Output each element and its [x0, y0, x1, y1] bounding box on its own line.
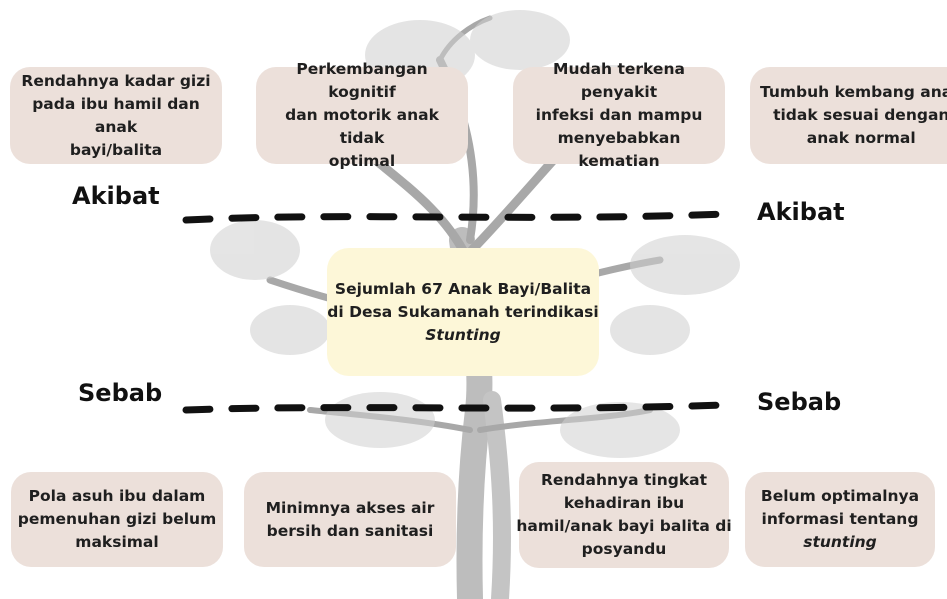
cause-text: Minimnya akses air: [265, 498, 435, 517]
cause-keyword: stunting: [803, 533, 877, 551]
sebab-label-left: Sebab: [78, 379, 163, 407]
central-problem-keyword: Stunting: [425, 325, 501, 344]
cause-text: informasi tentang: [761, 510, 919, 528]
cause-text: kehadiran ibu: [563, 494, 685, 512]
effect-text: menyebabkan kematian: [557, 129, 681, 170]
effect-text: tidak sesuai dengan: [773, 106, 947, 124]
cause-text: hamil/anak bayi balita di: [516, 517, 732, 535]
effect-text: dan motorik anak tidak: [285, 106, 439, 147]
effect-text: infeksi dan mampu: [535, 106, 703, 124]
cause-text: pemenuhan gizi belum: [17, 510, 217, 528]
effect-text: bayi/balita: [69, 140, 163, 159]
cause-text: Pola asuh ibu dalam: [28, 487, 206, 505]
effect-box-3: Mudah terkena penyakit infeksi dan mampu…: [513, 60, 725, 170]
central-problem-line: di Desa Sukamanah terindikasi: [327, 302, 599, 321]
effect-box-4: Tumbuh kembang anak tidak sesuai dengan …: [750, 67, 947, 164]
effect-text: pada ibu hamil dan anak: [32, 94, 200, 136]
cause-text: bersih dan sanitasi: [266, 521, 434, 540]
central-problem-box: Sejumlah 67 Anak Bayi/Balita di Desa Suk…: [327, 248, 599, 376]
sebab-label-right: Sebab: [757, 388, 842, 416]
cause-box-3: Rendahnya tingkat kehadiran ibu hamil/an…: [516, 462, 732, 568]
effect-box-1: Rendahnya kadar gizi pada ibu hamil dan …: [10, 67, 222, 164]
cause-text: Rendahnya tingkat: [540, 471, 708, 489]
cause-text: Belum optimalnya: [760, 487, 920, 505]
effect-box-2: Perkembangan kognitif dan motorik anak t…: [256, 60, 468, 170]
cause-box-1: Pola asuh ibu dalam pemenuhan gizi belum…: [11, 472, 223, 567]
effect-text: anak normal: [806, 129, 916, 147]
akibat-label-right: Akibat: [757, 198, 845, 226]
cause-box-4: Belum optimalnya informasi tentang stunt…: [745, 472, 935, 567]
effect-text: Tumbuh kembang anak: [760, 83, 947, 101]
central-problem-line: Sejumlah 67 Anak Bayi/Balita: [334, 279, 592, 298]
cause-text: posyandu: [581, 540, 667, 558]
cause-text: maksimal: [75, 533, 159, 551]
effect-text: Perkembangan kognitif: [296, 60, 428, 101]
effect-text: optimal: [328, 152, 396, 170]
cause-box-2: Minimnya akses air bersih dan sanitasi: [244, 472, 456, 567]
effect-text: Rendahnya kadar gizi: [21, 71, 211, 90]
akibat-label-left: Akibat: [72, 182, 160, 210]
effect-text: Mudah terkena penyakit: [553, 60, 685, 101]
